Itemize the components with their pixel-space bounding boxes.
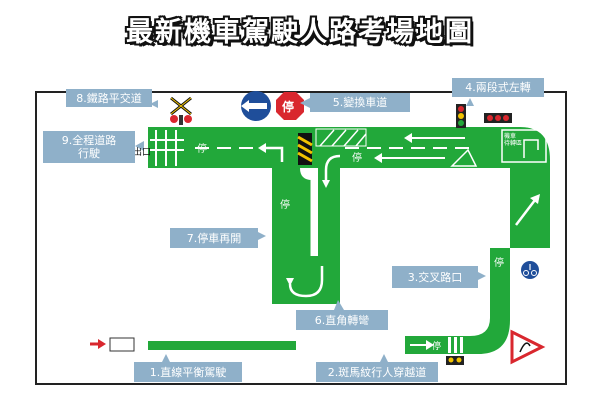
waiting-zone-text: 機車 待轉區 bbox=[504, 133, 523, 147]
stop-sign-text: 停 bbox=[282, 99, 294, 114]
traffic-light-icon bbox=[456, 104, 466, 128]
stop-sign-icon bbox=[276, 92, 304, 120]
straight-balance-strip bbox=[148, 341, 296, 350]
stop-mark-bottom: 停 bbox=[432, 340, 441, 352]
left-arrow-icon bbox=[404, 133, 465, 143]
right-curve-road bbox=[470, 127, 550, 248]
yield-sign-icon bbox=[510, 329, 546, 365]
pointer-stop-go bbox=[258, 232, 266, 240]
railway-crossing-hatch bbox=[150, 130, 184, 166]
stop-mark-mid: 停 bbox=[280, 198, 290, 211]
u-turn-arrow-icon bbox=[286, 266, 324, 298]
warning-post bbox=[297, 133, 313, 165]
yield-hatch bbox=[450, 148, 478, 167]
traffic-light-horizontal-icon bbox=[484, 113, 512, 123]
stop-mark-right: 停 bbox=[494, 256, 504, 269]
label-full-road: 9.全程道路 行駛 bbox=[43, 131, 135, 163]
bike-sign-icon bbox=[521, 261, 539, 279]
zebra-crossing bbox=[448, 337, 463, 353]
label-stop-go: 7.停車再開 bbox=[170, 228, 258, 248]
label-railway: 8.鐵路平交道 bbox=[66, 89, 152, 107]
start-mark-text: 出口 bbox=[133, 146, 151, 158]
label-straight: 1.直線平衡駕駛 bbox=[134, 362, 242, 382]
pointer-straight bbox=[162, 354, 170, 362]
pointer-crosswalk bbox=[380, 354, 388, 362]
pointer-lane-change bbox=[300, 98, 310, 108]
bottom-right-arrow-icon bbox=[410, 340, 434, 350]
inner-corner bbox=[300, 168, 312, 180]
label-two-stage: 4.兩段式左轉 bbox=[452, 78, 544, 97]
pointer-right-turn bbox=[334, 300, 344, 310]
label-lane-change: 5.變換車道 bbox=[310, 93, 410, 112]
intersection-crosswalk bbox=[493, 227, 507, 241]
stop-mark-left: 停 bbox=[197, 142, 207, 155]
pointer-railway bbox=[150, 100, 158, 108]
label-right-turn: 6.直角轉彎 bbox=[296, 310, 388, 330]
railway-sign-icon bbox=[170, 96, 192, 125]
stop-mark-inner: 停 bbox=[352, 151, 362, 164]
pointer-intersection bbox=[478, 272, 486, 280]
waiting-box bbox=[501, 129, 547, 163]
one-way-sign-icon bbox=[241, 91, 271, 121]
left-arrow-icon-2 bbox=[374, 153, 445, 163]
label-intersection: 3.交叉路口 bbox=[392, 266, 478, 288]
start-box bbox=[109, 337, 135, 352]
pointer-full-road bbox=[135, 141, 144, 151]
site-border bbox=[35, 91, 567, 385]
pointer-two-stage bbox=[466, 98, 474, 106]
crosswalk-signal-icon bbox=[446, 356, 464, 365]
curve-arrow-icon bbox=[322, 154, 341, 188]
right-descending-road bbox=[405, 248, 510, 354]
waiting-arrow-icon bbox=[523, 139, 539, 158]
start-arrow-icon bbox=[90, 339, 106, 349]
page-title: 最新機車駕駛人路考場地圖 bbox=[126, 17, 474, 48]
up-left-turn-arrow-icon bbox=[258, 143, 284, 162]
middle-road-bottom bbox=[318, 256, 340, 304]
label-crosswalk: 2.斑馬紋行人穿越道 bbox=[316, 362, 438, 382]
diagonal-up-arrow-icon bbox=[515, 194, 540, 226]
lane-change-hatch bbox=[315, 128, 367, 147]
